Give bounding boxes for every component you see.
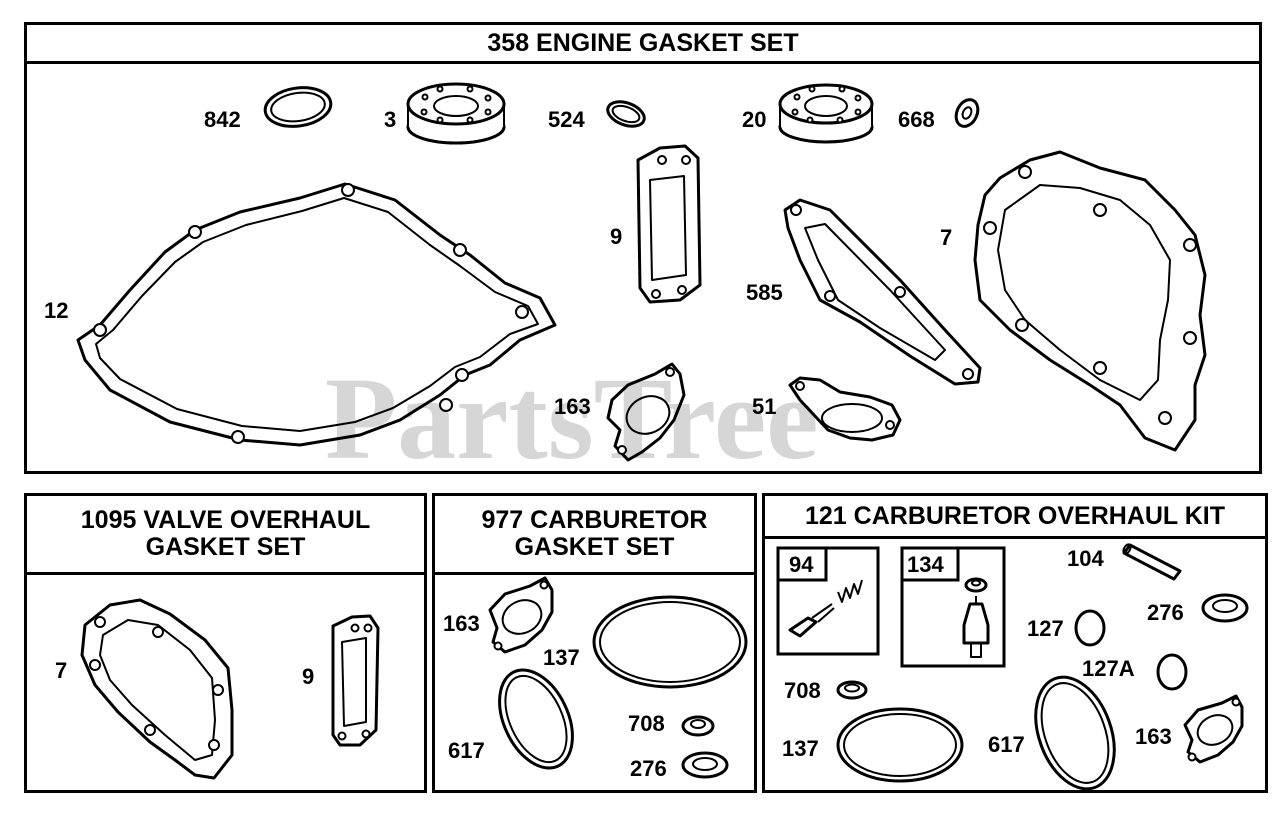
valve-overhaul-panel: 1095 VALVE OVERHAUL GASKET SET	[24, 493, 427, 793]
part-label-12: 12	[44, 298, 68, 323]
part-label-7: 7	[940, 225, 952, 250]
carb-part-label-708: 708	[628, 711, 665, 736]
part-label-20: 20	[742, 107, 766, 132]
kit-part-label-127: 127	[1027, 616, 1064, 641]
part-7-cylinder-head-gasket	[973, 150, 1207, 452]
carb-part-label-276: 276	[630, 756, 667, 781]
part-label-51: 51	[752, 394, 776, 419]
carb-part-276-washer	[681, 751, 729, 779]
valve-part-label-9: 9	[302, 664, 314, 689]
part-524-oring	[606, 100, 646, 128]
kit-part-label-94: 94	[789, 552, 814, 577]
part-9-rocker-cover-gasket	[636, 144, 702, 304]
part-label-585: 585	[746, 280, 783, 305]
kit-part-134-tag	[900, 546, 960, 582]
carburetor-gasket-title: 977 CARBURETOR GASKET SET	[435, 496, 754, 575]
carb-part-708-washer	[681, 715, 715, 737]
carb-part-617-oring	[498, 668, 574, 770]
carb-part-label-617: 617	[448, 738, 485, 763]
kit-part-276-washer	[1201, 593, 1249, 623]
kit-part-163-gasket	[1183, 694, 1244, 764]
part-3-oil-seal	[406, 82, 506, 145]
part-668-washer	[954, 98, 980, 128]
part-51-exhaust-gasket	[788, 376, 902, 442]
kit-part-127-plug	[1074, 609, 1106, 647]
part-label-524: 524	[548, 107, 585, 132]
kit-part-label-276: 276	[1147, 600, 1184, 625]
valve-overhaul-title: 1095 VALVE OVERHAUL GASKET SET	[27, 496, 424, 575]
kit-part-label-617: 617	[988, 732, 1025, 757]
kit-part-127a-plug	[1156, 653, 1188, 691]
kit-part-94-tag	[776, 546, 828, 582]
kit-part-label-134: 134	[907, 552, 944, 577]
carb-part-137-oring	[592, 595, 748, 689]
engine-gasket-set-title: 358 ENGINE GASKET SET	[27, 25, 1259, 64]
valve-part-label-7: 7	[55, 658, 67, 683]
kit-part-label-708: 708	[784, 678, 821, 703]
kit-part-label-137: 137	[782, 736, 819, 761]
part-label-668: 668	[898, 107, 935, 132]
kit-part-label-163: 163	[1135, 724, 1172, 749]
kit-part-104-pin	[1122, 543, 1182, 581]
valve-part-7-head-gasket	[80, 598, 234, 780]
carburetor-overhaul-title: 121 CARBURETOR OVERHAUL KIT	[765, 496, 1265, 539]
kit-part-708-washer	[836, 680, 868, 700]
part-12-crankcase-gasket	[76, 182, 557, 447]
carb-part-163-gasket	[488, 576, 554, 654]
kit-part-137-oring	[836, 707, 964, 783]
kit-part-label-127a: 127A	[1082, 656, 1135, 681]
part-label-9: 9	[610, 224, 622, 249]
kit-part-label-104: 104	[1067, 546, 1104, 571]
part-842-oring	[263, 86, 333, 128]
valve-part-9-rocker-gasket	[331, 614, 380, 747]
part-163-carburetor-gasket	[606, 362, 686, 462]
part-label-163: 163	[554, 394, 591, 419]
watermark: PartsTree	[325, 353, 819, 484]
kit-part-134-inlet-needle	[962, 577, 990, 658]
carb-part-label-163: 163	[443, 611, 480, 636]
kit-part-617-oring	[1034, 675, 1116, 791]
part-20-oil-seal	[778, 83, 874, 144]
carb-part-label-137: 137	[543, 645, 580, 670]
part-585-manifold-gasket	[783, 198, 982, 386]
part-label-3: 3	[384, 107, 396, 132]
kit-part-94-mixture-screw	[788, 579, 863, 638]
part-label-842: 842	[204, 107, 241, 132]
